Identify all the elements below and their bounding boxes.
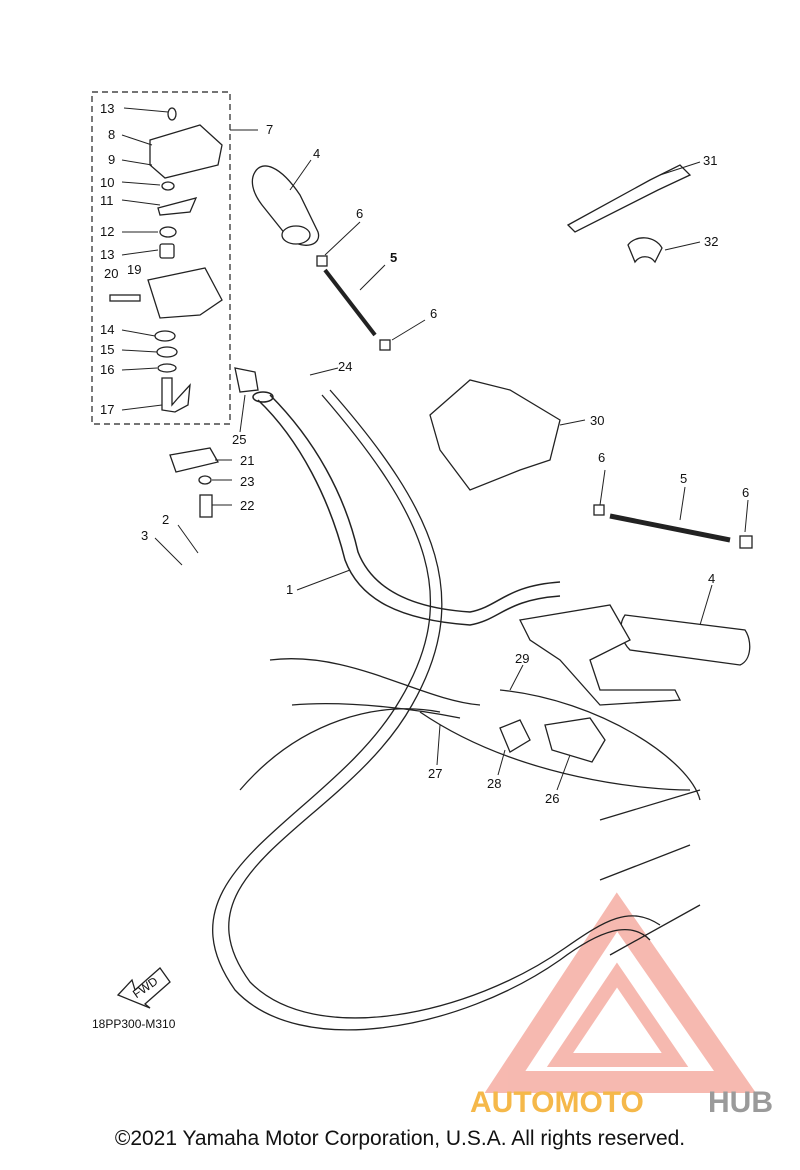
cable-end-parts	[499, 717, 606, 763]
callout-label: 4	[313, 146, 320, 161]
callout-label: 22	[240, 498, 254, 513]
callout-label: 32	[704, 234, 718, 249]
callout-label: 9	[108, 152, 115, 167]
callout-label: 31	[703, 153, 717, 168]
callout-label: 13	[100, 101, 114, 116]
callout-label: 4	[708, 571, 715, 586]
callout-label: 20	[104, 266, 118, 281]
callout-label: 23	[240, 474, 254, 489]
callout-label: 6	[742, 485, 749, 500]
svg-text:AUTOMOTO: AUTOMOTO	[470, 1086, 644, 1119]
callout-label: 2	[162, 512, 169, 527]
callout-label: 30	[590, 413, 604, 428]
callout-label: 1	[286, 582, 293, 597]
svg-text:HUB: HUB	[708, 1086, 773, 1119]
callout-label: 17	[100, 402, 114, 417]
reference-code: 18PP300-M310	[92, 1017, 176, 1031]
copyright-notice: ©2021 Yamaha Motor Corporation, U.S.A. A…	[114, 1127, 686, 1150]
callout-label: 3	[141, 528, 148, 543]
callout-label: 29	[515, 651, 529, 666]
throttle-parts	[109, 107, 259, 518]
callout-label: 10	[100, 175, 114, 190]
callout-label: 27	[428, 766, 442, 781]
cover-tie-clamp	[429, 164, 692, 491]
grips-and-bars	[251, 165, 753, 706]
callout-label: 14	[100, 322, 114, 337]
callout-label: 28	[487, 776, 501, 791]
callout-label: 11	[100, 193, 114, 208]
callout-label: 5	[680, 471, 687, 486]
callout-label: 8	[108, 127, 115, 142]
callout-label: 6	[356, 206, 363, 221]
callout-label: 12	[100, 224, 114, 239]
callout-label: 24	[338, 359, 352, 374]
callout-label: 13	[100, 247, 114, 262]
callout-label: 6	[598, 450, 605, 465]
callout-label: 19	[127, 262, 141, 277]
callout-label: 7	[266, 122, 273, 137]
callout-label: 6	[430, 306, 437, 321]
fwd-arrow: FWD	[116, 967, 171, 1009]
callout-label: 15	[100, 342, 114, 357]
callout-label: 5	[390, 250, 397, 265]
callout-label: 16	[100, 362, 114, 377]
throttle-assembly-box	[91, 91, 258, 425]
handlebar	[252, 391, 561, 626]
callout-label: 26	[545, 791, 559, 806]
callout-label: 21	[240, 453, 254, 468]
callout-label: 25	[232, 432, 246, 447]
cables	[212, 389, 701, 1031]
leader-lines	[121, 107, 749, 791]
callouts: 13 8 9 10 11 12 13 20 19 14 15 16 17 7 4…	[100, 101, 749, 806]
watermark-brand: AUTOMOTO HUB	[470, 1086, 773, 1119]
watermark-logo	[484, 892, 757, 1093]
